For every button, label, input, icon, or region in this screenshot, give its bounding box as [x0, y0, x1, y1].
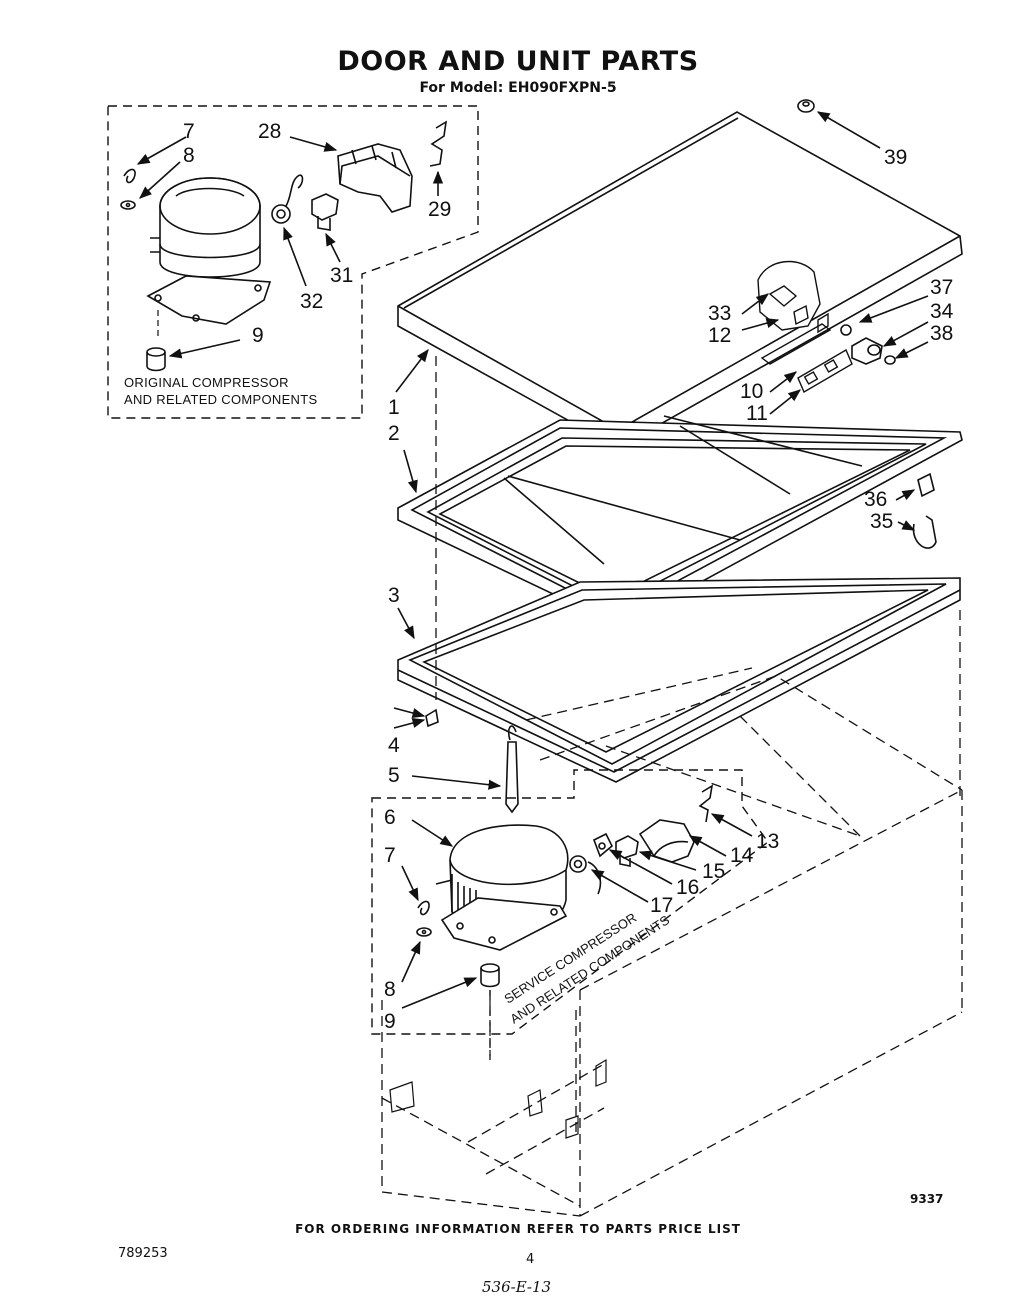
model-line: For Model: EH090FXPN-5	[419, 80, 617, 96]
callout-8-service: 8	[384, 978, 396, 1001]
part-35-hook	[912, 515, 937, 549]
original-compressor	[146, 177, 272, 325]
callout-7-original: 7	[183, 120, 195, 143]
callout-8-original: 8	[183, 144, 195, 167]
callout-34: 34	[930, 300, 954, 323]
part-3-gasket	[397, 577, 961, 783]
part-8-grommet-service	[416, 927, 432, 937]
handwritten-code: 536-E-13	[482, 1278, 552, 1296]
part-28-relay-cover	[337, 143, 413, 213]
ordering-note: FOR ORDERING INFORMATION REFER TO PARTS …	[295, 1222, 741, 1236]
callout-36: 36	[864, 488, 887, 511]
part-36-tag	[917, 472, 935, 498]
part-15-relay	[615, 835, 639, 867]
callout-37: 37	[930, 276, 953, 299]
part-17-overload	[569, 855, 602, 895]
part-5-sensor	[505, 725, 519, 814]
callout-5: 5	[388, 764, 400, 787]
part-34-lock	[851, 337, 883, 365]
callout-9-service: 9	[384, 1010, 396, 1033]
callout-31: 31	[330, 264, 353, 287]
cabinet-outline	[381, 356, 963, 1217]
service-components-box	[371, 769, 769, 1035]
doc-number: 789253	[118, 1246, 168, 1261]
callout-11: 11	[746, 402, 768, 425]
hinge-assembly	[757, 260, 853, 394]
part-8-grommet-original	[120, 200, 136, 210]
callout-15: 15	[702, 860, 725, 883]
original-group-label-line1: ORIGINAL COMPRESSOR	[124, 375, 289, 390]
callout-7-service: 7	[384, 844, 396, 867]
callout-3: 3	[388, 584, 400, 607]
part-39-bumper	[797, 99, 815, 113]
part-37-washer	[840, 324, 852, 336]
callout-29: 29	[428, 198, 451, 221]
page-number: 4	[526, 1252, 535, 1267]
callout-28: 28	[258, 120, 281, 143]
cabinet-feet	[389, 1058, 607, 1139]
part-11-plate	[797, 348, 853, 394]
callout-33: 33	[708, 302, 731, 325]
callout-4: 4	[388, 734, 400, 757]
part-31-relay	[311, 193, 339, 231]
figure-code: 9337	[910, 1192, 944, 1206]
part-2-liner	[397, 415, 963, 627]
part-14-cover	[638, 819, 695, 863]
service-compressor	[435, 824, 569, 951]
callout-9-original: 9	[252, 324, 264, 347]
callout-39: 39	[884, 146, 907, 169]
callout-17: 17	[650, 894, 673, 917]
part-38-screw	[884, 355, 896, 365]
part-4-screw	[425, 708, 439, 728]
callout-2: 2	[388, 422, 400, 445]
original-group-label-line2: AND RELATED COMPONENTS	[124, 392, 318, 407]
part-10-strike	[760, 323, 832, 365]
callout-10: 10	[740, 380, 763, 403]
original-group-label: ORIGINAL COMPRESSOR AND RELATED COMPONEN…	[124, 374, 317, 408]
callout-1: 1	[388, 396, 400, 419]
part-9-mount-service	[480, 963, 500, 988]
callout-6: 6	[384, 806, 396, 829]
part-32-overload	[271, 174, 304, 224]
part-13-clip	[698, 784, 714, 823]
callout-35: 35	[870, 510, 893, 533]
callout-16: 16	[676, 876, 699, 899]
part-16-gasket	[592, 832, 613, 858]
callout-13: 13	[756, 830, 779, 853]
callout-32: 32	[300, 290, 323, 313]
callout-38: 38	[930, 322, 953, 345]
part-29-clip	[429, 120, 448, 167]
part-7-clip-service	[417, 900, 430, 916]
part-1-lid	[397, 111, 963, 449]
page-title: DOOR AND UNIT PARTS	[337, 46, 699, 77]
original-components-box	[107, 105, 479, 419]
part-7-clip-original	[123, 168, 136, 184]
callout-12: 12	[708, 324, 731, 347]
callout-14: 14	[730, 844, 754, 867]
part-9-mount-original	[146, 347, 166, 372]
